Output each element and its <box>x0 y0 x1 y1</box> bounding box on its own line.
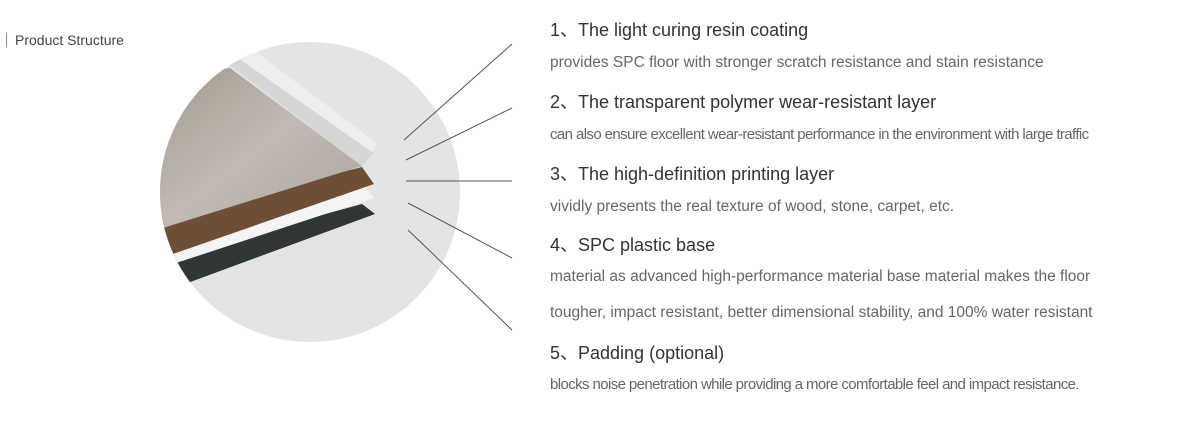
wood-edge-layer <box>160 167 374 262</box>
coating-layer <box>238 52 378 152</box>
layer-4-description-line-1: material as advanced high-performance ma… <box>550 268 1091 285</box>
layer-1-title: 1、The light curing resin coating <box>550 20 809 40</box>
leader-line-1 <box>403 43 513 141</box>
section-marker-bar <box>6 33 7 47</box>
layer-3-description: vividly presents the real texture of woo… <box>550 198 955 215</box>
printing-layer <box>160 68 362 232</box>
wear-resistant-layer <box>228 58 374 166</box>
leader-line-2 <box>405 107 513 161</box>
padding-layer <box>160 204 375 292</box>
section-label: Product Structure <box>6 32 124 48</box>
layer-1-description: provides SPC floor with stronger scratch… <box>550 54 1044 71</box>
layer-3-title: 3、The high-definition printing layer <box>550 164 835 184</box>
leader-line-4 <box>407 202 513 259</box>
layer-5-title: 5、Padding (optional) <box>550 343 725 363</box>
leader-line-5 <box>407 229 513 331</box>
layer-5-description: blocks noise penetration while providing… <box>550 376 1080 393</box>
section-label-text: Product Structure <box>15 32 124 48</box>
layer-4-title: 4、SPC plastic base <box>550 235 716 255</box>
layer-4-description-line-2: tougher, impact resistant, better dimens… <box>550 304 1093 321</box>
layer-2-description: can also ensure excellent wear-resistant… <box>550 126 1089 143</box>
layer-2-title: 2、The transparent polymer wear-resistant… <box>550 92 937 112</box>
